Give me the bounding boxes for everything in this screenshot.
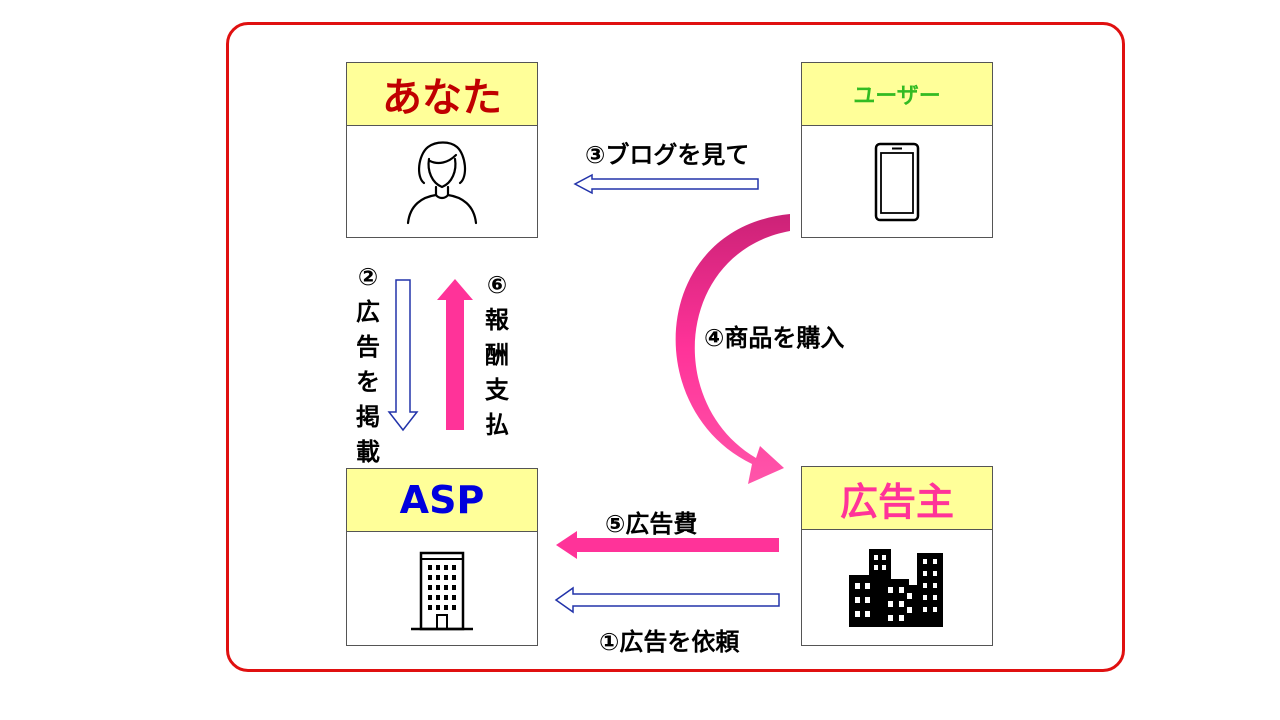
smartphone-icon — [874, 142, 920, 221]
step-3-label: ③ブログを見て — [585, 141, 750, 169]
arrow-request-ad — [554, 586, 780, 614]
step-1-label: ①広告を依頼 — [599, 628, 740, 656]
arrow-ad-fee — [556, 531, 779, 559]
node-asp-label: ASP — [347, 469, 537, 532]
city-buildings-icon — [849, 548, 943, 627]
node-you: あなた — [346, 62, 538, 238]
diagram-frame — [226, 22, 1125, 672]
arrow-purchase — [675, 214, 790, 484]
step-4-label: ④商品を購入 — [704, 324, 845, 352]
woman-icon — [406, 140, 478, 224]
step-2-label: ②広告を掲載 — [356, 263, 380, 466]
node-user-label: ユーザー — [802, 63, 992, 126]
node-advertiser-label: 広告主 — [802, 467, 992, 530]
arrow-view-blog — [573, 173, 759, 195]
node-advertiser: 広告主 — [801, 466, 993, 646]
step-5-label: ⑤広告費 — [605, 510, 698, 538]
arrow-pay-reward — [437, 279, 473, 430]
node-user: ユーザー — [801, 62, 993, 238]
arrow-publish-ad — [387, 279, 419, 432]
node-asp: ASP — [346, 468, 538, 646]
step-6-label: ⑥報酬支払 — [485, 271, 509, 439]
office-building-icon — [411, 551, 473, 630]
node-you-label: あなた — [347, 63, 537, 126]
